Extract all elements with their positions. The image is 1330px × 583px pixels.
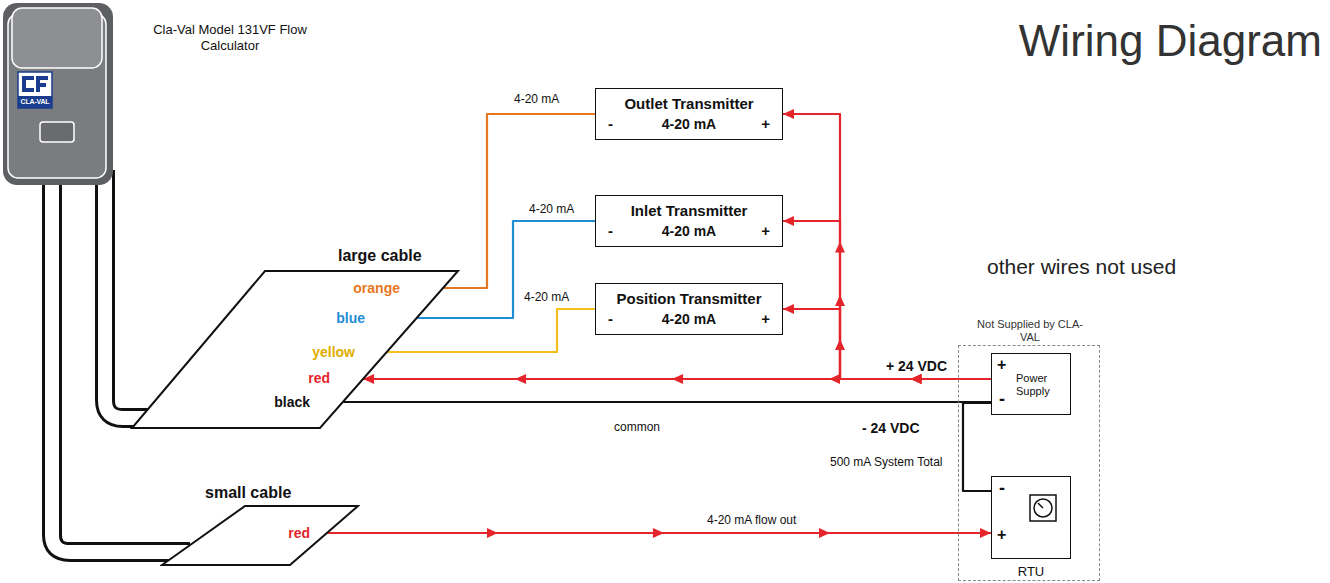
arrow-head [819, 528, 830, 538]
meter-dial [1034, 499, 1052, 517]
diagram-title: Wiring Diagram [1019, 16, 1322, 66]
wire-connector [783, 304, 991, 384]
device-caption: Cla-Val Model 131VF Flow Calculator [150, 22, 310, 54]
arrow-head [911, 374, 922, 384]
wire-connector [343, 402, 991, 403]
large-cable-tube [105, 170, 150, 418]
terminal-plus: + [997, 526, 1006, 544]
wire-color: red [288, 524, 310, 542]
wire-color: black [274, 393, 310, 411]
signal-range: 4-20 mA [662, 222, 716, 240]
region-heading: Not Supplied by CLA-VAL [975, 318, 1085, 344]
small-cable-tube [52, 170, 190, 552]
wire-label: 4-20 mA [527, 202, 576, 216]
small-cable-tube-inner [52, 170, 190, 552]
calculator-housing [3, 3, 113, 185]
arrow-head [835, 339, 845, 350]
cable-outline [160, 505, 360, 567]
terminal-plus: + [997, 356, 1006, 374]
terminal-minus: - [608, 222, 613, 240]
housing-latch [40, 122, 74, 142]
cable-name: small cable [205, 484, 291, 502]
device-name: RTU [1018, 563, 1044, 581]
terminal-plus: + [761, 115, 770, 133]
arrow-head [487, 528, 498, 538]
wire-connector [963, 403, 991, 491]
wire-label: 4-20 mA [512, 92, 561, 106]
logo-plate [18, 72, 52, 108]
terminal-minus: - [608, 310, 613, 328]
meter-frame [1030, 495, 1056, 521]
cable-outline-shape [132, 271, 458, 428]
logo-band [18, 96, 52, 108]
terminal-minus: - [999, 390, 1005, 408]
wire-label: 4-20 mA flow out [705, 513, 798, 527]
wire [783, 114, 991, 379]
rtu-box: -+RTU [991, 476, 1071, 559]
wire-connector [443, 114, 595, 288]
arrow-head [911, 374, 922, 384]
wire [417, 221, 595, 318]
transmitter-title: Outlet Transmitter [624, 95, 753, 113]
terminal-plus: + [761, 310, 770, 328]
customer-supplied-region: Not Supplied by CLA-VAL+Power Supply--+R… [958, 345, 1100, 581]
transmitter-title: Inlet Transmitter [631, 202, 748, 220]
arrow-head [515, 374, 526, 384]
cable-breakout: large cableorangeblueyellowredblack [130, 270, 460, 430]
signal-range: 4-20 mA [662, 115, 716, 133]
voltage-label: + 24 VDC [886, 358, 947, 374]
housing-lid [12, 8, 102, 68]
transmitter-box: Inlet Transmitter- 4-20 mA + [595, 195, 783, 247]
large-cable-tube-inner [105, 170, 150, 418]
arrow-head [783, 109, 794, 119]
wire-color: orange [353, 279, 400, 297]
arrow-head [653, 528, 664, 538]
wire [783, 221, 991, 379]
wire-connector [783, 109, 991, 384]
transmitter-box: Outlet Transmitter- 4-20 mA + [595, 88, 783, 140]
note: other wires not used [987, 255, 1176, 279]
terminal-plus: + [761, 222, 770, 240]
power-supply-box: + Power Supply- [991, 353, 1071, 415]
wire-label: common [612, 420, 662, 434]
arrow-head [783, 216, 794, 226]
cable-outline-shape [162, 506, 358, 565]
wire-color: red [308, 369, 330, 387]
wire-color: yellow [312, 343, 355, 361]
meter-icon [1028, 493, 1058, 523]
cable-breakout: small cablered [160, 505, 360, 567]
wire-label: 4-20 mA [522, 290, 571, 304]
wire-connector [417, 221, 595, 318]
wire [783, 309, 991, 379]
voltage-label: - 24 VDC [862, 420, 920, 436]
cable-name: large cable [338, 247, 422, 265]
logo-mark [22, 76, 48, 92]
arrow-head [835, 295, 845, 306]
signal-range: 4-20 mA [662, 310, 716, 328]
meter-needle [1038, 503, 1043, 508]
logo-text: CLA-VAL [18, 97, 52, 107]
terminal-minus: - [999, 479, 1005, 497]
transmitter-title: Position Transmitter [616, 290, 761, 308]
arrow-head [783, 304, 794, 314]
wire [443, 114, 595, 288]
arrow-head [672, 374, 683, 384]
arrow-head [980, 528, 991, 538]
wire [963, 403, 991, 491]
transmitter-box: Position Transmitter- 4-20 mA + [595, 283, 783, 335]
wire-color: blue [336, 309, 365, 327]
arrow-head [911, 374, 922, 384]
terminal-minus: - [608, 115, 613, 133]
device-name: Power Supply [1016, 372, 1066, 398]
arrow-head [829, 374, 840, 384]
wire-connector [327, 528, 991, 538]
current-note: 500 mA System Total [830, 455, 943, 469]
wire-connector [783, 216, 991, 384]
wire [343, 401, 991, 403]
